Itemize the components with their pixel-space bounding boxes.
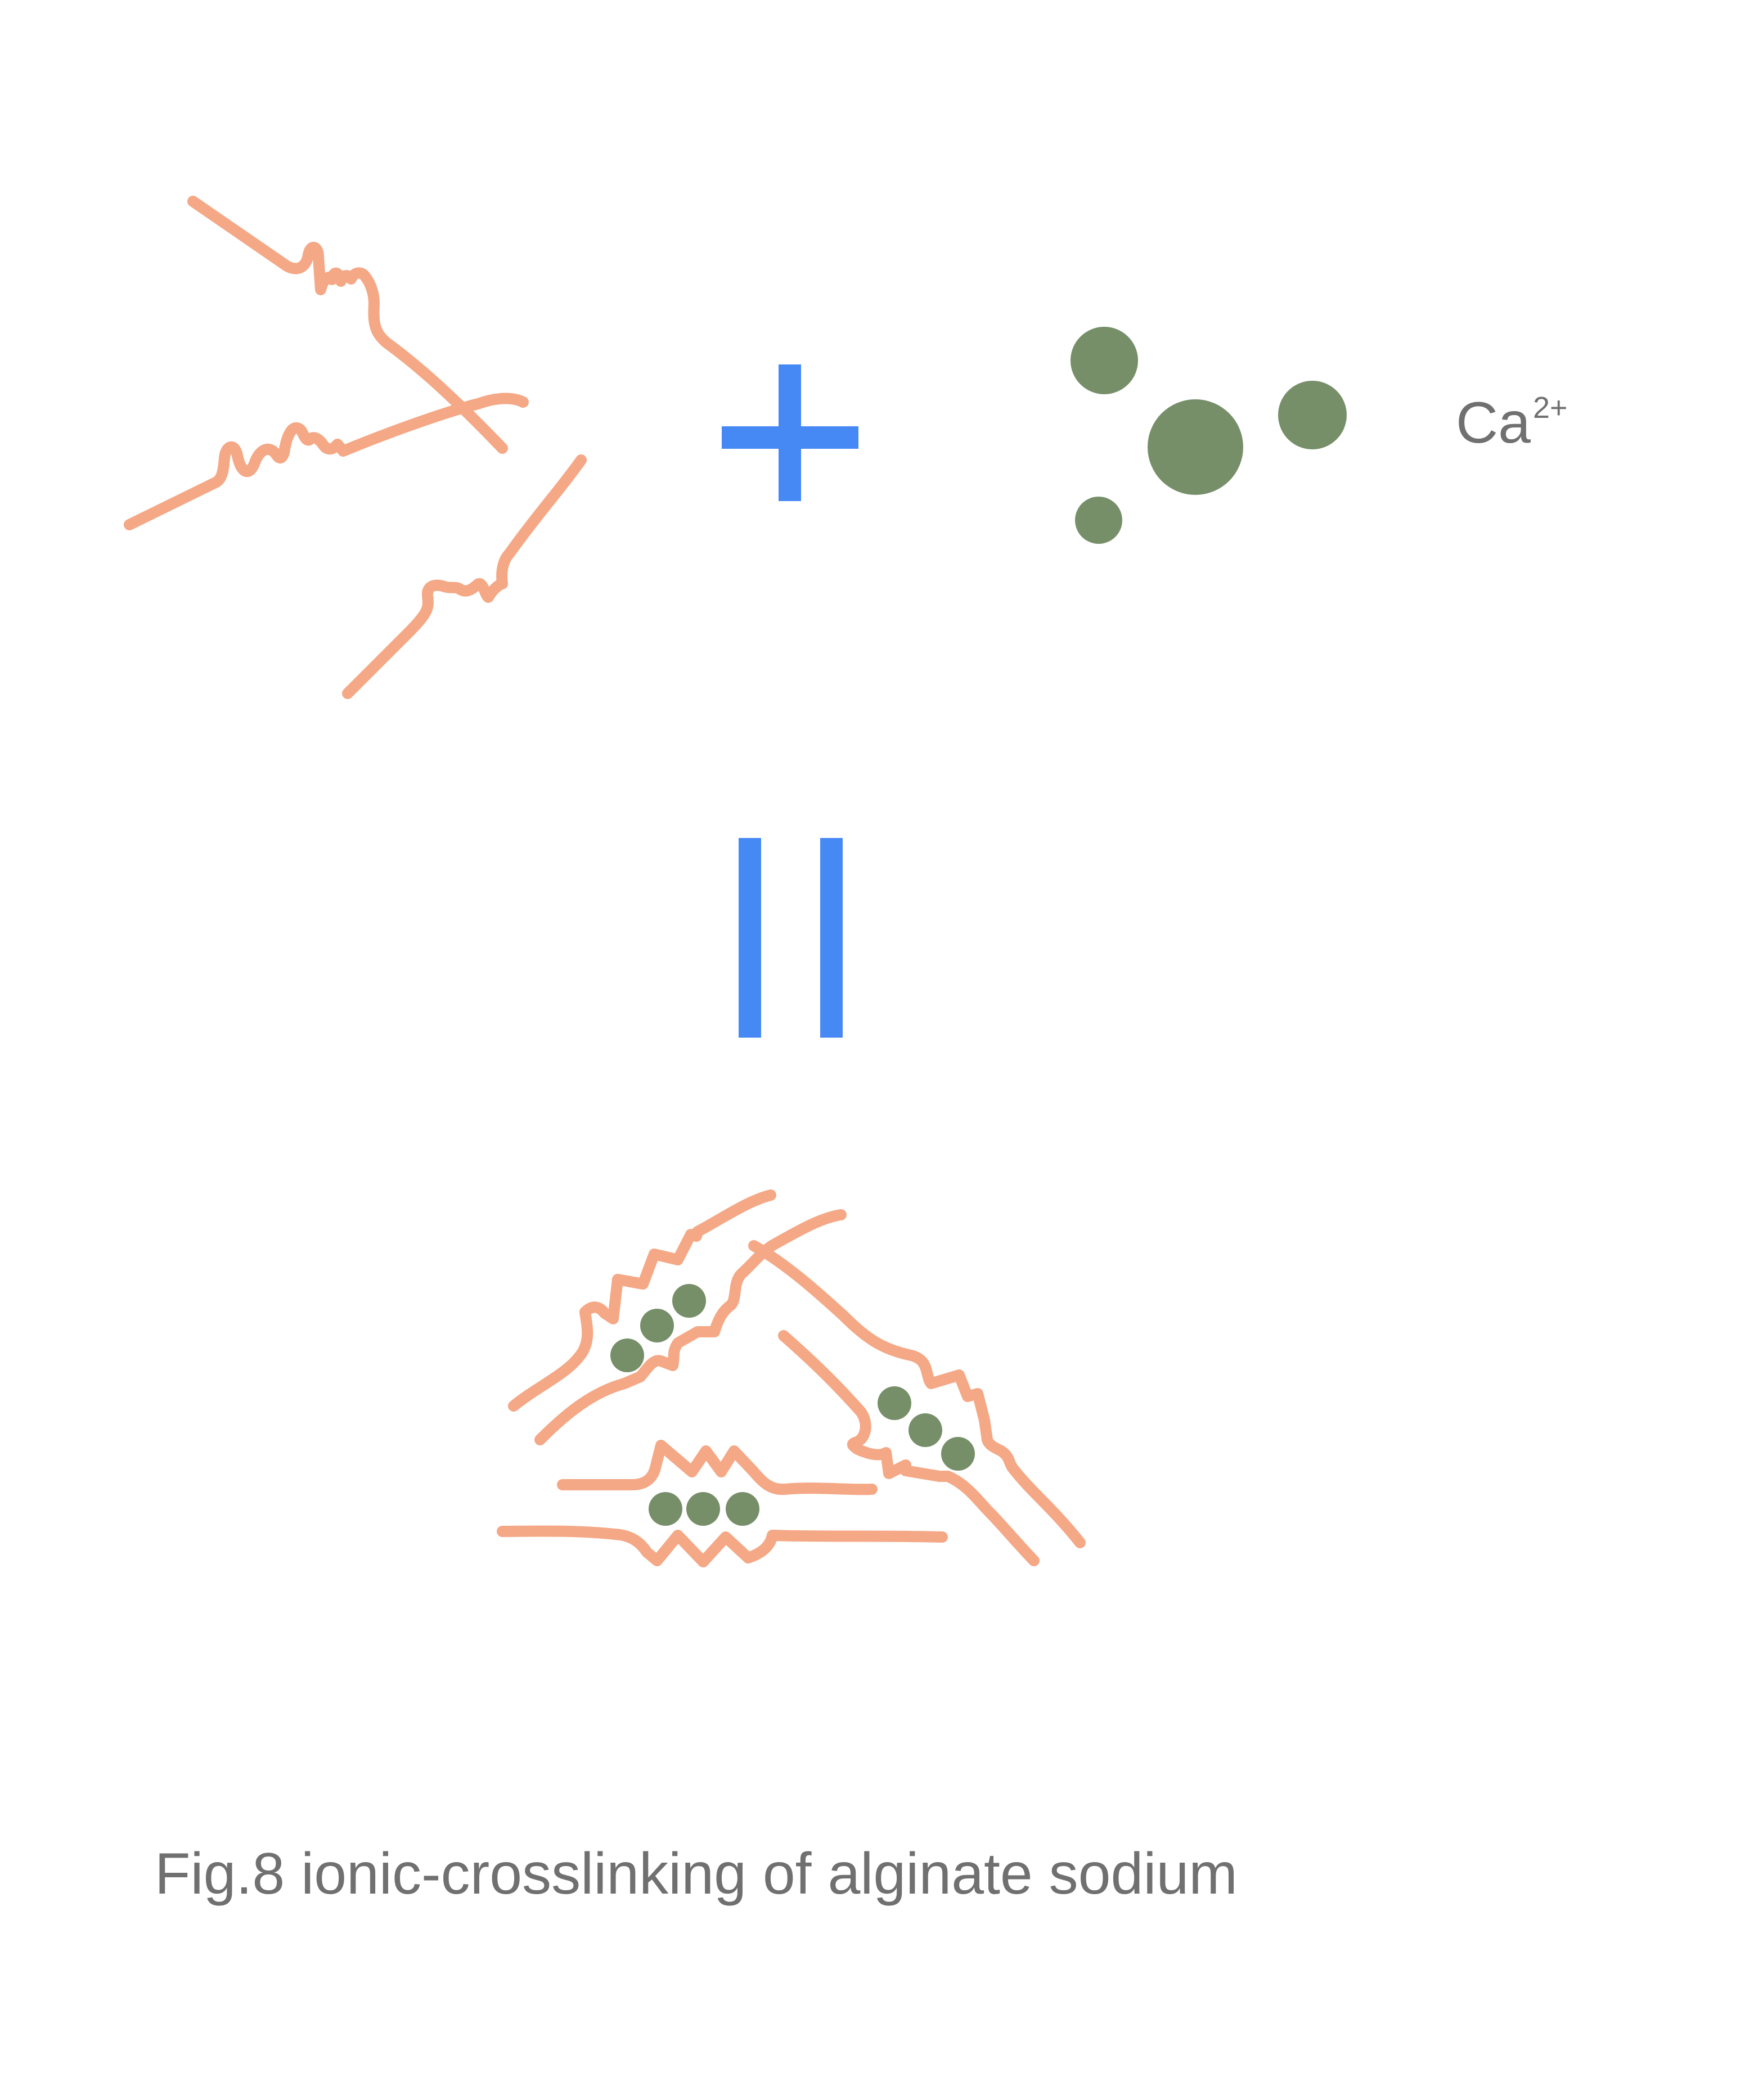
calcium-ion (909, 1413, 942, 1447)
alginate-chain (187, 196, 508, 454)
calcium-ion (1075, 497, 1122, 544)
alginate-chain (508, 1189, 776, 1412)
ion-symbol: Ca (1456, 390, 1531, 456)
calcium-ion (1278, 381, 1347, 449)
free-alginate-chains (124, 196, 587, 699)
alginate-chain (534, 1209, 847, 1445)
calcium-ion (1148, 399, 1243, 495)
calcium-ion (941, 1437, 975, 1471)
calcium-ions (1071, 327, 1347, 544)
alginate-chain (557, 1440, 878, 1495)
calcium-ion-label: Ca2+ (1456, 391, 1568, 452)
alginate-chain (748, 1240, 1086, 1548)
figure-caption: Fig.8 ionic-crosslinking of alginate sod… (155, 1841, 1238, 1907)
calcium-ion (672, 1284, 706, 1318)
calcium-ion (610, 1339, 644, 1372)
alginate-chain (124, 393, 529, 530)
calcium-ion (640, 1309, 674, 1342)
calcium-ion (649, 1492, 682, 1526)
crosslinked-network (497, 1189, 1086, 1567)
calcium-ion (686, 1492, 720, 1526)
equals-sign (739, 838, 843, 1038)
calcium-ion (726, 1492, 759, 1526)
alginate-chain (778, 1330, 1040, 1566)
ion-charge: 2+ (1532, 391, 1568, 425)
calcium-ion (878, 1386, 911, 1420)
alginate-chain (342, 454, 587, 699)
plus-sign (722, 364, 858, 501)
calcium-ion (1071, 327, 1138, 394)
alginate-chain (497, 1525, 948, 1567)
